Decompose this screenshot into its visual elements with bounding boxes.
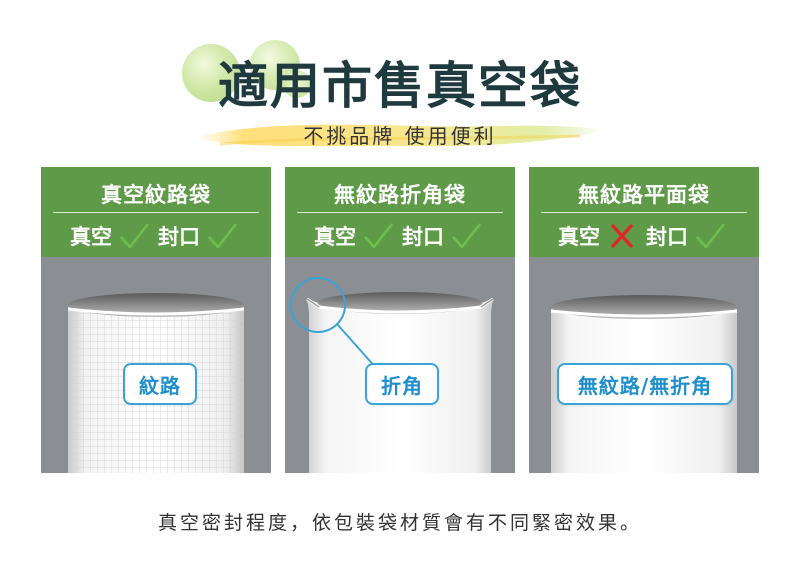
feature-row: 真空 封口 <box>529 219 759 253</box>
page-title: 適用市售真空袋 <box>218 56 582 115</box>
vacuum-label: 真空 <box>314 225 356 249</box>
card-header: 無紋路折角袋 真空 封口 <box>285 167 515 257</box>
seal-label: 封口 <box>402 225 444 249</box>
cross-icon <box>606 221 638 251</box>
gusset-label-badge: 折角 <box>365 363 439 405</box>
decorative-bubble <box>283 70 311 98</box>
pattern-label-badge: 紋路 <box>123 363 197 405</box>
divider <box>53 212 259 213</box>
seal-label: 封口 <box>158 225 200 249</box>
brush-stroke-decoration <box>194 124 606 147</box>
vacuum-label: 真空 <box>558 225 600 249</box>
check-icon <box>694 221 726 251</box>
card-textured-bag: 真空紋路袋 真空 封口 <box>41 167 271 473</box>
page-subtitle: 不挑品牌 使用便利 <box>303 124 497 148</box>
check-icon <box>206 221 238 251</box>
check-icon <box>118 221 150 251</box>
divider <box>297 212 503 213</box>
feature-row: 真空 封口 <box>285 219 515 253</box>
decorative-bubble <box>182 44 240 102</box>
card-header: 無紋路平面袋 真空 封口 <box>529 167 759 257</box>
card-flat-bag: 無紋路平面袋 真空 封口 <box>529 167 759 473</box>
card-title: 真空紋路袋 <box>101 183 211 207</box>
card-header: 真空紋路袋 真空 封口 <box>41 167 271 257</box>
card-gusset-bag: 無紋路折角袋 真空 封口 <box>285 167 515 473</box>
feature-row: 真空 封口 <box>41 219 271 253</box>
divider <box>541 212 747 213</box>
check-icon <box>362 221 394 251</box>
plain-label-badge: 無紋路/無折角 <box>557 363 733 405</box>
footer-note: 真空密封程度，依包裝袋材質會有不同緊密效果。 <box>157 512 642 534</box>
check-icon <box>450 221 482 251</box>
vacuum-label: 真空 <box>70 225 112 249</box>
card-title: 無紋路平面袋 <box>578 183 710 207</box>
card-title: 無紋路折角袋 <box>334 183 466 207</box>
seal-label: 封口 <box>646 225 688 249</box>
